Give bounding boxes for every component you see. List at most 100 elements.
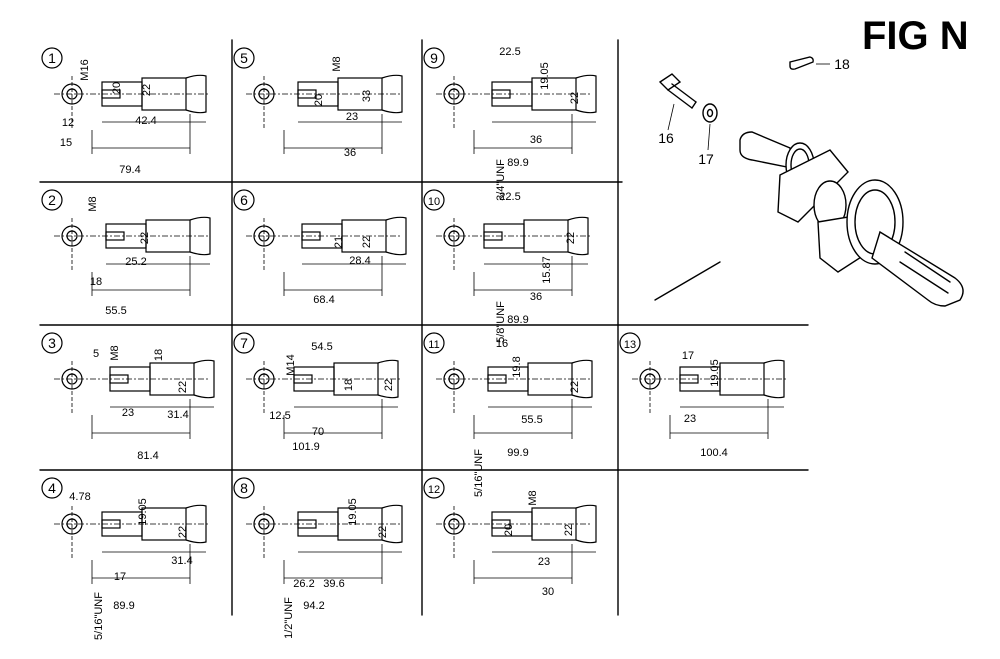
part-number-badge: 12 (423, 477, 445, 499)
part-number-badge: 2 (41, 189, 63, 211)
dimension-label: 12.5 (269, 410, 290, 422)
part-number-badge: 1 (41, 47, 63, 69)
shaft-sketch-8 (246, 504, 403, 584)
dimension-label: 22 (565, 232, 577, 244)
part-number: 9 (430, 50, 438, 66)
part-number: 1 (48, 50, 56, 66)
shaft-sketch-6 (246, 216, 407, 296)
dimension-label: M14 (285, 354, 297, 375)
dimension-label: 55.5 (105, 305, 126, 317)
dimension-label: 81.4 (137, 450, 158, 462)
dimension-label: 19.05 (539, 62, 551, 90)
dimension-label: 25.2 (125, 256, 146, 268)
grid-lines (39, 39, 809, 616)
part-number: 10 (428, 196, 440, 208)
dimension-label: 22 (141, 84, 153, 96)
dimension-label: 55.5 (521, 414, 542, 426)
callout-18: 18 (834, 56, 850, 72)
dimension-label: 20 (503, 524, 515, 536)
shaft-sketch-1 (54, 74, 210, 154)
dimension-label: 39.6 (323, 578, 344, 590)
dimension-label: 23 (346, 111, 358, 123)
crankshaft-illustration (654, 56, 964, 307)
crankshaft-body (739, 131, 964, 307)
shaft-sketch-2 (54, 216, 211, 296)
callout-17: 17 (698, 151, 714, 167)
part-number: 8 (240, 480, 248, 496)
dimension-label: 36 (530, 134, 542, 146)
dimension-label: M8 (527, 490, 539, 505)
shaft-sketch-3 (54, 359, 215, 439)
part-number-badge: 4 (41, 477, 63, 499)
part-number: 11 (428, 339, 439, 351)
dimension-label: 12 (62, 117, 74, 129)
dimension-label: 15 (60, 137, 72, 149)
key-18 (789, 56, 814, 70)
part-number-badge: 5 (233, 47, 255, 69)
dimension-label: 70 (312, 426, 324, 438)
dimension-label: 22 (569, 381, 581, 393)
dimension-label: 20 (313, 94, 325, 106)
shaft-sketch-7 (246, 359, 402, 439)
dimension-label: 26.2 (293, 578, 314, 590)
part-number: 4 (48, 480, 56, 496)
shaft-sketch-12 (436, 504, 597, 584)
part-number-badge: 8 (233, 477, 255, 499)
dimension-label: 17 (114, 571, 126, 583)
dimension-label: 54.5 (311, 341, 332, 353)
figure-title: FIG N (862, 14, 969, 58)
dimension-label: M8 (109, 345, 121, 360)
callout-16: 16 (658, 130, 674, 146)
dimension-label: 22.5 (499, 46, 520, 58)
dimension-label: 79.4 (119, 164, 140, 176)
part-number-badge: 9 (423, 47, 445, 69)
dimension-label: 89.9 (507, 157, 528, 169)
part-number-badge: 11 (423, 332, 445, 354)
part-number: 6 (240, 192, 248, 208)
dimension-label: 21 (333, 236, 345, 248)
dimension-label: 68.4 (313, 294, 334, 306)
dimension-label: 99.9 (507, 447, 528, 459)
dimension-label: 19.8 (511, 356, 523, 377)
shaft-sketch-13 (632, 359, 788, 439)
dimension-label: 15.87 (541, 256, 553, 284)
dimension-label: 23 (122, 407, 134, 419)
dimension-label: 23 (684, 413, 696, 425)
part-number: 5 (240, 50, 248, 66)
dimension-label: 23 (538, 556, 550, 568)
dimension-label: 33 (361, 90, 373, 102)
washer-17 (702, 103, 718, 123)
dimension-label: 19.05 (137, 498, 149, 526)
dimension-label: M16 (79, 59, 91, 80)
dimension-label: 1/2"UNF (283, 597, 295, 639)
dimension-label: 22 (563, 524, 575, 536)
part-number: 2 (48, 192, 56, 208)
dimension-label: 89.9 (113, 600, 134, 612)
dimension-label: 22 (139, 232, 151, 244)
dimension-label: 16 (496, 338, 508, 350)
dimension-label: 5 (93, 348, 99, 360)
dimension-label: 31.4 (167, 409, 188, 421)
dimension-label: 22 (361, 236, 373, 248)
dimension-label: 5/16"UNF (473, 449, 485, 497)
dimension-label: 22 (177, 526, 189, 538)
dimension-label: 22 (383, 379, 395, 391)
dimension-label: 36 (344, 147, 356, 159)
dimension-label: 3/4"UNF (495, 159, 507, 201)
part-number-badge: 10 (423, 189, 445, 211)
part-number: 12 (428, 484, 440, 496)
dimension-label: 101.9 (292, 441, 320, 453)
